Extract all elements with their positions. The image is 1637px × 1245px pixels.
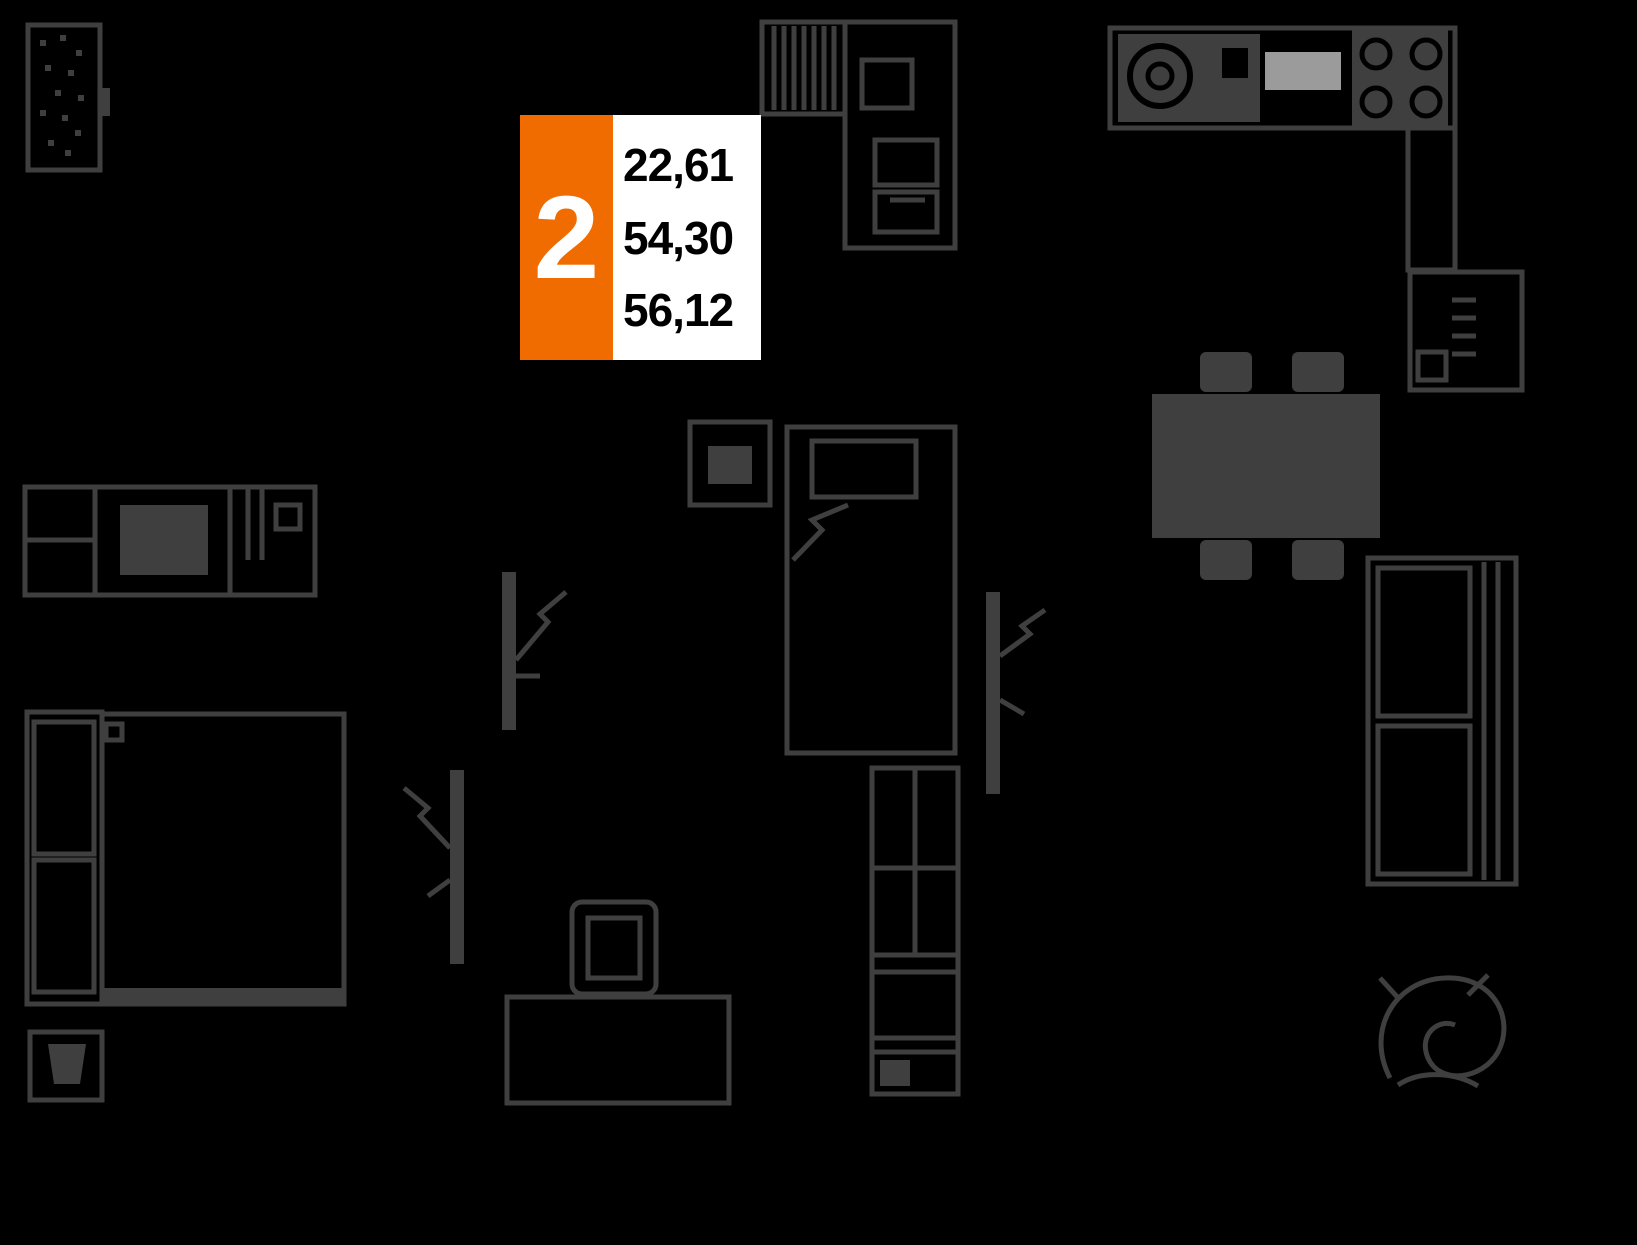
plant-icon <box>1378 973 1507 1089</box>
kitchen-appliance-icon <box>1407 269 1525 393</box>
area-list: 22,61 54,30 56,12 <box>613 115 761 360</box>
cutting-board-icon <box>1265 52 1341 90</box>
tv-stand-icon <box>22 484 318 598</box>
door-icon-3 <box>986 592 1047 794</box>
door-icon-1 <box>502 572 568 730</box>
kitchen-counter-icon <box>1107 25 1525 393</box>
single-bed-icon <box>784 424 958 756</box>
double-bed-icon <box>24 709 347 1007</box>
room-count: 2 <box>520 115 613 360</box>
area-value-total: 56,12 <box>623 284 734 337</box>
hall-cabinet-icon <box>25 22 110 173</box>
stool-icon <box>27 1029 105 1103</box>
desk-chair-icon <box>569 899 659 997</box>
kitchen-sink-icon <box>1118 34 1260 122</box>
desk-icon <box>504 994 732 1106</box>
sofa-icon <box>1365 555 1519 887</box>
area-value-living: 22,61 <box>623 138 734 191</box>
tv-cabinet-icon <box>687 419 773 508</box>
apartment-badge[interactable]: 2 22,61 54,30 56,12 <box>520 115 761 360</box>
kitchen-hob-icon <box>1352 30 1448 126</box>
door-icon-2 <box>402 770 464 964</box>
dining-table-icon <box>1152 352 1380 580</box>
area-value-net: 54,30 <box>623 211 734 264</box>
wardrobe-shelf-icon <box>869 765 961 1097</box>
corner-wardrobe-icon <box>759 19 958 251</box>
